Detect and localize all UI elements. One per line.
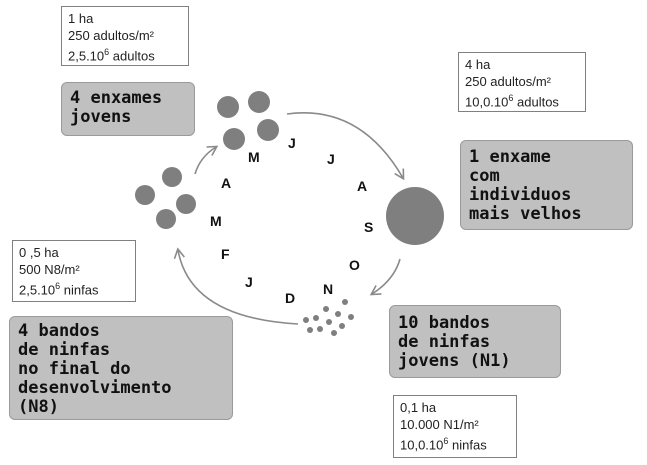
info-density: 10.000 N1/m² — [400, 417, 479, 432]
stage-line: 4 enxames — [70, 88, 163, 108]
info-area: 0,1 ha — [400, 400, 437, 415]
info-density: 500 N8/m² — [19, 262, 80, 277]
info-n8-bands: 0 ,5 ha 500 N8/m² 2,5.106 ninfas — [12, 240, 136, 302]
month-label: O — [349, 257, 360, 273]
info-count: 10,0.106 ninfas — [400, 436, 487, 453]
info-count: 2,5.106 adultos — [68, 47, 155, 64]
info-count: 10,0.106 adultos — [465, 93, 559, 110]
stage-line: (N8) — [18, 397, 59, 417]
info-area: 4 ha — [465, 57, 491, 72]
info-n1-bands: 0,1 ha 10.000 N1/m² 10,0.106 ninfas — [393, 395, 517, 458]
info-density: 250 adultos/m² — [465, 74, 551, 89]
stage-line: jovens (N1) — [398, 351, 511, 371]
stage-line: 4 bandos — [18, 321, 100, 341]
info-area: 0 ,5 ha — [19, 245, 59, 260]
cycle-arrow-top — [286, 112, 405, 181]
stage-line: no final do — [18, 359, 131, 379]
month-label: J — [288, 135, 296, 151]
info-area: 1 ha — [68, 11, 94, 26]
month-label: S — [364, 219, 373, 235]
info-old-swarm: 4 ha 250 adultos/m² 10,0.106 adultos — [458, 52, 586, 112]
swarms-left-circles — [135, 167, 196, 229]
month-label: A — [221, 175, 231, 191]
stage-old-swarm: 1 enxame com individuos mais velhos — [460, 140, 633, 230]
nymph-dots — [303, 299, 354, 336]
stage-line: mais velhos — [469, 204, 582, 224]
stage-line: desenvolvimento — [18, 378, 172, 398]
cycle-arrow-right — [369, 258, 401, 296]
info-young-swarms: 1 ha 250 adultos/m² 2,5.106 adultos — [61, 6, 189, 66]
month-label: F — [221, 246, 230, 262]
info-count: 2,5.106 ninfas — [19, 281, 99, 298]
stage-line: com — [469, 166, 500, 186]
month-label: J — [327, 151, 335, 167]
stage-young-swarms: 4 enxames jovens — [61, 82, 195, 136]
stage-line: jovens — [70, 107, 132, 127]
cycle-arrow-bottom — [173, 247, 299, 325]
stage-line: de ninfas — [18, 340, 111, 360]
month-label: M — [210, 213, 222, 229]
stage-line: individuos — [469, 185, 572, 205]
stage-line: 10 bandos — [398, 313, 491, 333]
month-label: J — [245, 274, 253, 290]
cycle-arrow-left — [194, 145, 219, 175]
old-swarm-circle — [386, 187, 444, 245]
young-swarms-circles — [217, 91, 279, 150]
stage-n1-bands: 10 bandos de ninfas jovens (N1) — [389, 305, 561, 378]
month-label: A — [357, 178, 367, 194]
month-label: M — [248, 149, 260, 165]
info-density: 250 adultos/m² — [68, 28, 154, 43]
stage-n8-bands: 4 bandos de ninfas no final do desenvolv… — [9, 316, 233, 420]
month-label: N — [323, 281, 333, 297]
month-label: D — [285, 290, 295, 306]
stage-line: de ninfas — [398, 332, 491, 352]
stage-line: 1 enxame — [469, 147, 551, 167]
